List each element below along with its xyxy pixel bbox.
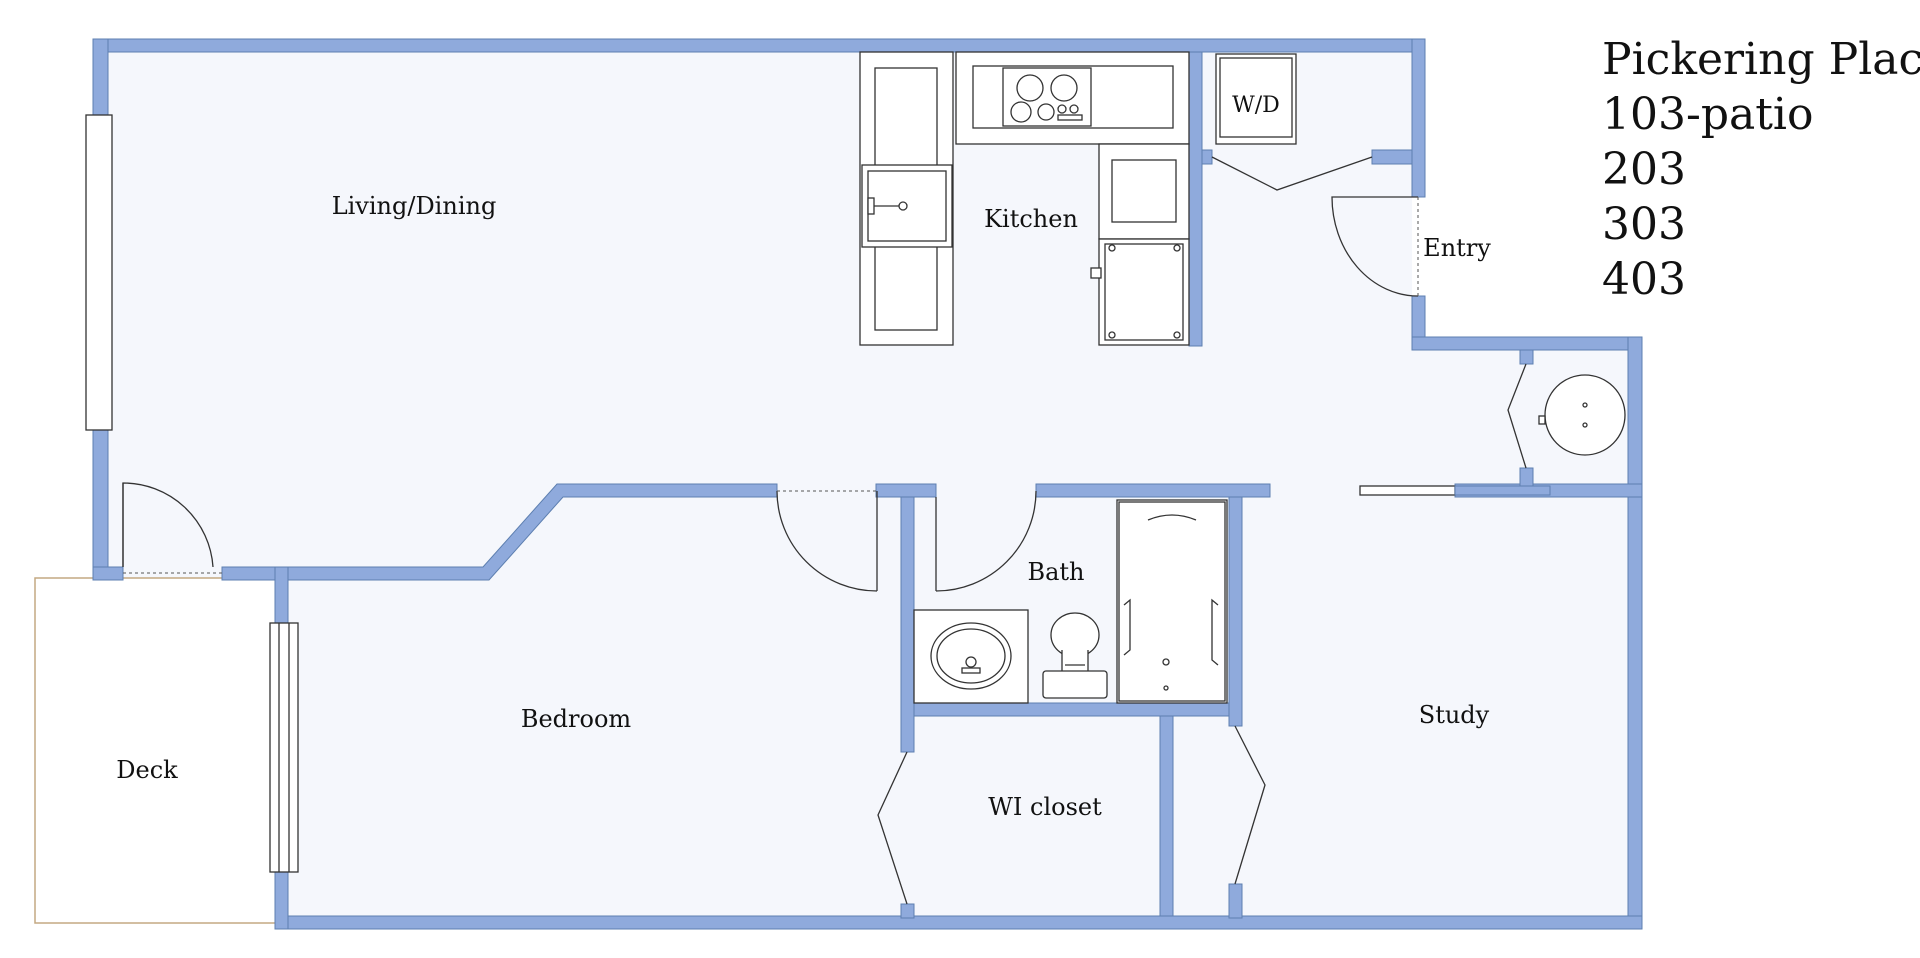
cooktop <box>1002 67 1092 127</box>
water-heater <box>1538 374 1626 456</box>
wall-top <box>92 38 1426 53</box>
room-labels: Living/Dining Kitchen W/D Entry Bath Bed… <box>116 93 1491 821</box>
door-closet-bifold <box>877 751 908 905</box>
wall-pantry-bottom <box>1519 467 1534 489</box>
wall-left-upper <box>92 38 109 116</box>
wall-closet-right <box>1159 715 1174 917</box>
plan-title-block: Pickering Place 103-patio 203 303 403 <box>1602 32 1920 307</box>
wall-bottom <box>274 915 1643 930</box>
door-bedroom <box>776 490 878 592</box>
label-kitchen: Kitchen <box>984 205 1078 233</box>
label-wi-closet: WI closet <box>988 793 1102 821</box>
label-bedroom: Bedroom <box>521 705 632 733</box>
windows <box>85 114 299 873</box>
wall-bedroom-left-upper <box>274 566 289 624</box>
label-washer-dryer: W/D <box>1232 93 1280 118</box>
label-living-dining: Living/Dining <box>332 192 497 220</box>
wall-bath-right <box>1228 496 1243 727</box>
wall-bath-bottom <box>913 702 1230 717</box>
door-study-bifold <box>1234 725 1266 885</box>
wall-kitchen-right <box>1188 51 1203 347</box>
label-deck: Deck <box>116 756 178 784</box>
refrigerator <box>1098 238 1190 346</box>
door-study-slider-a <box>1359 485 1456 496</box>
wall-right-step <box>1411 336 1643 351</box>
door-laundry-bifold <box>1211 156 1373 191</box>
bath-fixtures <box>913 499 1228 704</box>
title-unit-403: 403 <box>1602 254 1686 305</box>
wall-living-bottom-left <box>92 566 124 581</box>
wall-pantry-top <box>1519 349 1534 365</box>
doors <box>122 156 1551 905</box>
window-living <box>85 114 113 431</box>
floor-area <box>102 52 1630 918</box>
kitchen-fixtures <box>859 51 1297 346</box>
wall-bedroom-left-lower <box>274 871 289 930</box>
door-entry <box>1331 196 1419 297</box>
door-pantry-bifold <box>1507 363 1527 469</box>
wall-left-lower <box>92 429 109 581</box>
washer-dryer <box>1215 53 1297 145</box>
title-building-name: Pickering Place <box>1602 34 1920 85</box>
wall-bath-left <box>900 496 915 753</box>
title-unit-103: 103-patio <box>1602 89 1814 140</box>
label-entry: Entry <box>1423 234 1491 262</box>
label-study: Study <box>1419 701 1490 729</box>
title-unit-303: 303 <box>1602 199 1686 250</box>
wall-closet-left-stub <box>900 903 915 919</box>
wall-far-right <box>1627 336 1643 930</box>
wall-laundry-jamb <box>1201 149 1213 165</box>
door-study-slider-b <box>1454 485 1551 496</box>
door-bath <box>935 490 1037 592</box>
door-deck <box>122 482 214 568</box>
wall-study-left-stub <box>1228 883 1243 919</box>
title-unit-203: 203 <box>1602 144 1686 195</box>
wall-bath-top-a <box>875 483 937 498</box>
walls <box>92 38 1643 930</box>
bathtub <box>1116 499 1228 704</box>
label-bath: Bath <box>1027 558 1084 586</box>
wall-laundry-stub <box>1371 149 1413 165</box>
deck-area <box>34 577 279 924</box>
bath-sink <box>930 622 1012 690</box>
window-bedroom <box>269 622 299 873</box>
wall-bath-top-b <box>1035 483 1271 498</box>
wall-right-upper <box>1411 38 1426 198</box>
